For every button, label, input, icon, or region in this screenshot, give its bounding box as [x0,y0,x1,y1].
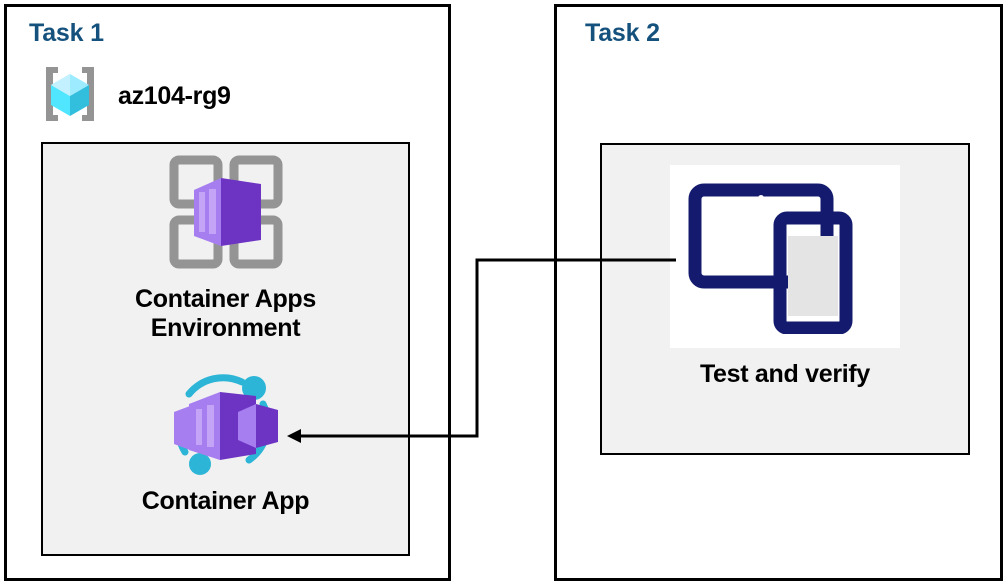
node-test-and-verify: Test and verify [600,165,970,389]
container-app-caption: Container App [141,487,310,516]
devices-tablet-phone-icon [685,174,885,339]
task-1-title: Task 1 [29,19,104,47]
resource-group-icon [36,60,104,133]
caption-line-1: Container App [141,487,310,515]
caption-line-2: Environment [150,313,301,342]
container-apps-environment-caption: Container Apps Environment [135,285,316,342]
container-app-icon [156,368,296,483]
devices-icon-plate [670,165,900,348]
task-2-title: Task 2 [585,19,660,47]
caption-line-1: Test and verify [699,360,871,388]
resource-group-row: az104-rg9 [36,62,231,130]
caption-line-1: Container Apps [135,285,316,313]
container-apps-environment-icon [161,150,291,281]
resource-group-label: az104-rg9 [118,81,231,110]
test-and-verify-caption: Test and verify [700,360,870,389]
node-container-app: Container App [41,368,410,516]
node-container-apps-environment: Container Apps Environment [41,150,410,342]
